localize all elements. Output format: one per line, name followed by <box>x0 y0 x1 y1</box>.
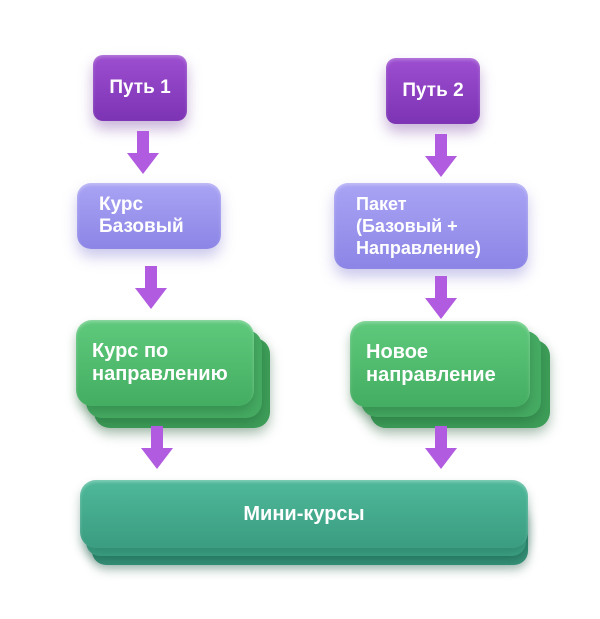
package-node: Пакет (Базовый + Направление) <box>334 183 528 269</box>
arrow-down-icon <box>127 131 159 174</box>
mini-courses-node: Мини-курсы <box>80 480 528 548</box>
arrow-down-icon <box>425 134 457 177</box>
path-1-node: Путь 1 <box>93 55 187 121</box>
course-direction-node: Курс по направлению <box>76 320 254 406</box>
path-2-node: Путь 2 <box>386 58 480 124</box>
new-direction-node: Новое направление <box>350 321 530 407</box>
arrow-down-icon <box>425 276 457 319</box>
arrow-down-icon <box>425 426 457 469</box>
arrow-down-icon <box>135 266 167 309</box>
course-basic-node: Курс Базовый <box>77 183 221 249</box>
arrow-down-icon <box>141 426 173 469</box>
